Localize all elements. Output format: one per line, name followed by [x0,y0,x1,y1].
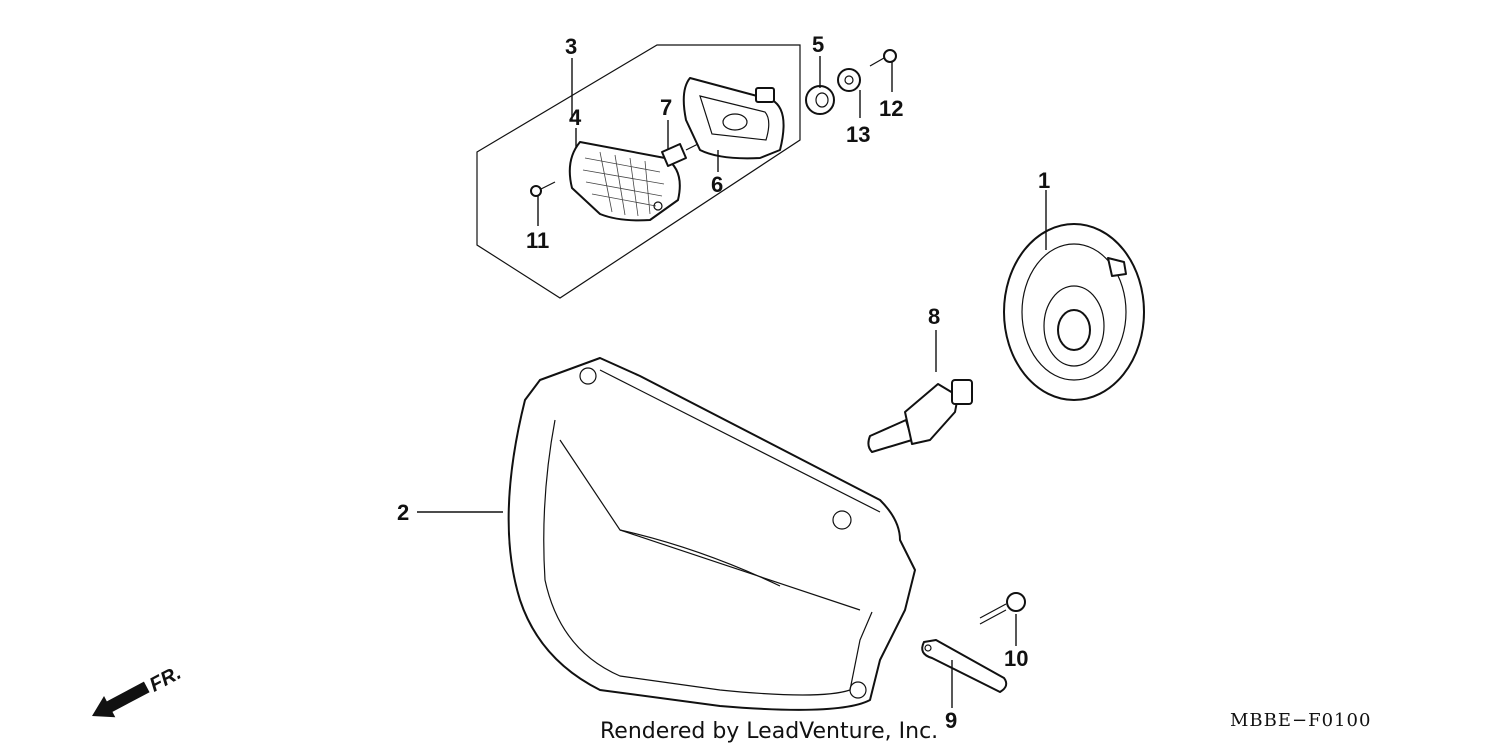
diagram-code: MBBE−F0100 [1230,710,1371,731]
part-lens[interactable] [568,141,681,222]
callout-5[interactable]: 5 [812,32,824,57]
part-headlight-bulb[interactable] [867,379,973,453]
callout-6[interactable]: 6 [711,172,723,197]
callout-11[interactable]: 11 [526,228,549,253]
callout-10[interactable]: 10 [1004,646,1028,671]
part-screw-small[interactable] [530,181,556,197]
callout-9[interactable]: 9 [945,708,957,733]
part-washer[interactable] [837,68,861,92]
assembly-group-outline [476,44,801,299]
front-label: FR. [146,662,185,697]
leader-lines [417,56,1047,708]
callout-3[interactable]: 3 [565,34,577,59]
arrow-left-icon [92,681,150,718]
callout-13[interactable]: 13 [846,122,870,147]
part-light-housing[interactable] [682,77,785,160]
callout-12[interactable]: 12 [879,96,903,121]
footer-credit: Rendered by LeadVenture, Inc. [600,719,938,744]
part-socket-boot[interactable] [1003,223,1145,401]
part-grommet[interactable] [805,85,835,115]
callout-1[interactable]: 1 [1038,168,1050,193]
part-bolt[interactable] [979,592,1026,625]
part-headlight-unit[interactable] [507,357,916,711]
callout-8[interactable]: 8 [928,304,940,329]
callout-2[interactable]: 2 [397,500,409,525]
part-screw-top[interactable] [869,49,897,67]
callout-7[interactable]: 7 [660,95,672,120]
front-direction-indicator: FR. [92,662,185,718]
callout-4[interactable]: 4 [569,105,582,130]
part-strap[interactable] [921,639,1008,693]
